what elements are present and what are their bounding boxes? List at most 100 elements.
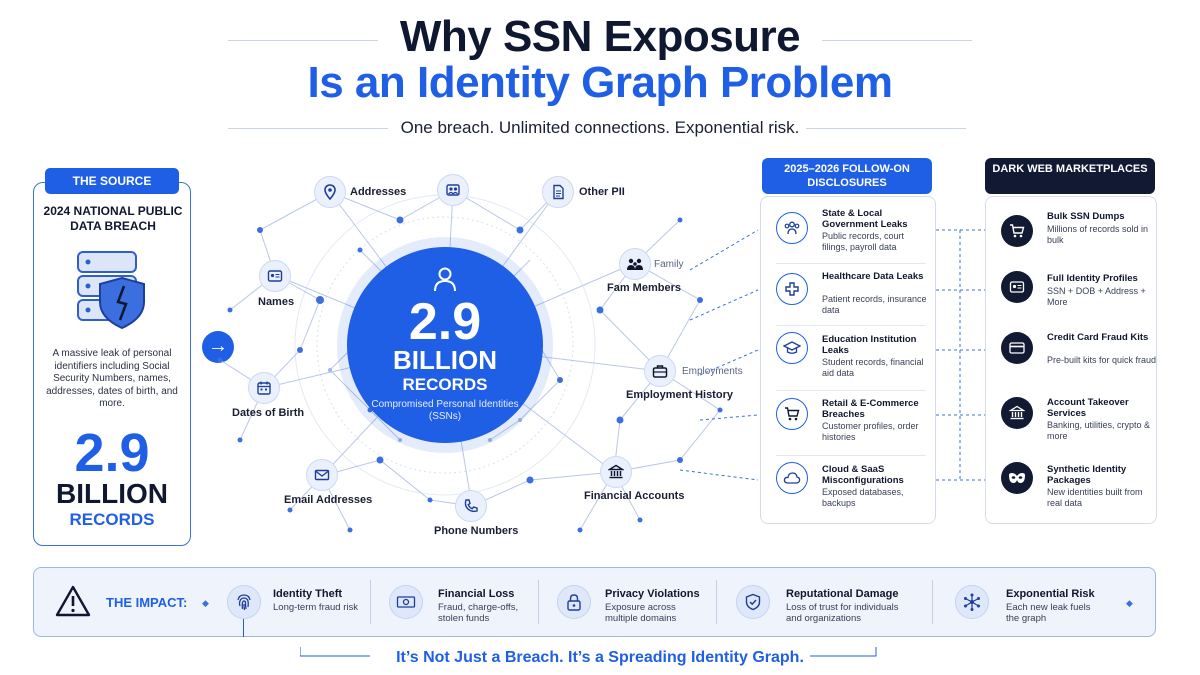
dark-web-item: Account Takeover Services Banking, utili… bbox=[995, 391, 1155, 451]
impact-title: Exponential Risk bbox=[1006, 588, 1095, 600]
node-label-addresses: Addresses bbox=[350, 186, 407, 198]
disclosure-desc: Public records, court filings, payroll d… bbox=[822, 231, 905, 252]
impact-desc: Fraud, charge-offs, stolen funds bbox=[438, 602, 519, 624]
phone-icon bbox=[455, 490, 487, 522]
dark-web-item: Credit Card Fraud Kits Pre-built kits fo… bbox=[995, 326, 1156, 386]
people-icon bbox=[776, 212, 808, 244]
graduation-cap-icon bbox=[776, 332, 808, 364]
impact-title: Privacy Violations bbox=[605, 588, 700, 600]
impact-title: Reputational Damage bbox=[786, 588, 899, 600]
impact-desc: Each new leak fuels the graph bbox=[1006, 602, 1091, 624]
dark-web-item: Bulk SSN Dumps Millions of records sold … bbox=[995, 205, 1155, 265]
disclosure-item: State & Local Government Leaks Public re… bbox=[770, 202, 930, 262]
disclosure-title: Education Institution Leaks bbox=[822, 334, 917, 356]
center-records-label: RECORDS bbox=[402, 375, 488, 394]
server-shield-icon bbox=[77, 251, 145, 330]
node-faint-family: Family bbox=[654, 259, 684, 270]
calendar-icon bbox=[248, 372, 280, 404]
disclosure-title: State & Local Government Leaks bbox=[822, 208, 908, 230]
node-label-financial-accounts: Financial Accounts bbox=[584, 490, 684, 503]
disclosure-item: Retail & E-Commerce Breaches Customer pr… bbox=[770, 392, 930, 452]
page-title-line-2: Is an Identity Graph Problem bbox=[307, 58, 893, 107]
financial-accounts-text: Financial Accounts bbox=[584, 490, 685, 502]
dark-web-item: Synthetic Identity Packages New identiti… bbox=[995, 458, 1155, 518]
cloud-icon bbox=[776, 462, 808, 494]
dot-arrow-icon: ◆ bbox=[202, 598, 209, 608]
employment-history-text: Employment History bbox=[626, 389, 733, 401]
briefcase-icon bbox=[644, 355, 676, 387]
center-big-number: 2.9 bbox=[408, 293, 482, 351]
node-label-family-members: Fam Members bbox=[607, 282, 681, 294]
dark-web-item: Full Identity Profiles SSN + DOB + Addre… bbox=[995, 267, 1155, 327]
header-divider-left bbox=[228, 40, 378, 41]
divider bbox=[370, 580, 371, 624]
node-label-dates-of-birth: Dates of Birth bbox=[232, 407, 305, 419]
dark-web-desc: Banking, utilities, crypto & more bbox=[1047, 420, 1151, 441]
impact-desc: Long-term fraud risk bbox=[273, 602, 359, 613]
source-billion-label: BILLION bbox=[56, 478, 168, 509]
impact-title: Identity Theft bbox=[273, 588, 343, 600]
fingerprint-icon bbox=[227, 585, 261, 619]
divider bbox=[716, 580, 717, 624]
page-subtitle: One breach. Unlimited connections. Expon… bbox=[400, 118, 800, 137]
disclosure-desc: Customer profiles, order histories bbox=[822, 421, 919, 442]
dark-web-title: Synthetic Identity Packages bbox=[1047, 464, 1127, 486]
divider bbox=[932, 580, 933, 624]
divider bbox=[776, 455, 926, 456]
contacts-icon bbox=[437, 174, 469, 206]
divider bbox=[776, 390, 926, 391]
page-title-line-1: Why SSN Exposure bbox=[399, 12, 801, 61]
dark-web-title: Credit Card Fraud Kits bbox=[1047, 332, 1149, 343]
disclosures-tag: 2025–2026 FOLLOW-ON DISCLOSURES bbox=[762, 158, 932, 194]
impact-title: Financial Loss bbox=[438, 588, 515, 600]
source-description: A massive leak of personal identifiers i… bbox=[46, 348, 178, 409]
disclosure-desc: Exposed databases, backups bbox=[822, 487, 904, 508]
disclosure-title: Retail & E-Commerce Breaches bbox=[822, 398, 919, 420]
dark-web-desc: SSN + DOB + Address + More bbox=[1047, 286, 1146, 307]
mask-icon bbox=[1001, 462, 1033, 494]
divider bbox=[538, 580, 539, 624]
location-pin-icon bbox=[314, 176, 346, 208]
disclosure-title: Cloud & SaaS Misconfigurations bbox=[822, 464, 904, 486]
node-label-other-pii: Other PII bbox=[579, 186, 625, 198]
disclosure-item: Healthcare Data Leaks Patient records, i… bbox=[770, 265, 930, 325]
disclosure-desc: Student records, financial aid data bbox=[822, 357, 924, 378]
disclosure-item: Cloud & SaaS Misconfigurations Exposed d… bbox=[770, 458, 930, 518]
dark-web-title: Account Takeover Services bbox=[1047, 397, 1129, 419]
divider bbox=[776, 263, 926, 264]
warning-icon bbox=[55, 585, 91, 617]
node-label-employment-history: Employment History bbox=[626, 389, 733, 402]
id-card-icon bbox=[1001, 271, 1033, 303]
cart-icon bbox=[1001, 215, 1033, 247]
envelope-icon bbox=[306, 459, 338, 491]
credit-card-icon bbox=[1001, 332, 1033, 364]
node-faint-employment: Employments bbox=[682, 366, 743, 377]
subtitle-divider-right bbox=[806, 128, 966, 129]
subtitle-divider-left bbox=[228, 128, 388, 129]
source-panel bbox=[33, 182, 191, 546]
dark-web-desc: New identities built from real data bbox=[1047, 487, 1143, 508]
dark-web-desc: Millions of records sold in bulk bbox=[1047, 224, 1149, 245]
dot-arrow-icon: ◆ bbox=[1126, 598, 1133, 608]
center-billion-label: BILLION bbox=[393, 345, 497, 375]
disclosure-title: Healthcare Data Leaks bbox=[822, 271, 924, 282]
dark-web-title: Full Identity Profiles bbox=[1047, 273, 1138, 284]
impact-connector-line bbox=[243, 619, 244, 637]
node-label-names: Names bbox=[258, 296, 295, 308]
impact-desc: Loss of trust for individuals and organi… bbox=[786, 602, 899, 624]
source-big-number: 2.9 bbox=[74, 423, 150, 483]
family-icon bbox=[619, 248, 651, 280]
source-records-label: RECORDS bbox=[69, 510, 155, 529]
dark-web-tag: DARK WEB MARKETPLACES bbox=[985, 158, 1155, 194]
medical-cross-icon bbox=[776, 273, 808, 305]
impact-label: THE IMPACT: bbox=[106, 595, 188, 610]
center-description: Compromised Personal Identities (SSNs) bbox=[371, 399, 519, 422]
divider bbox=[776, 325, 926, 326]
header-divider-right bbox=[822, 40, 972, 41]
network-icon bbox=[955, 585, 989, 619]
disclosure-desc: Patient records, insurance data bbox=[822, 294, 927, 315]
arrow-right-icon: → bbox=[202, 331, 234, 363]
bank-icon bbox=[1001, 397, 1033, 429]
shield-check-icon bbox=[736, 585, 770, 619]
bank-building-icon bbox=[600, 456, 632, 488]
